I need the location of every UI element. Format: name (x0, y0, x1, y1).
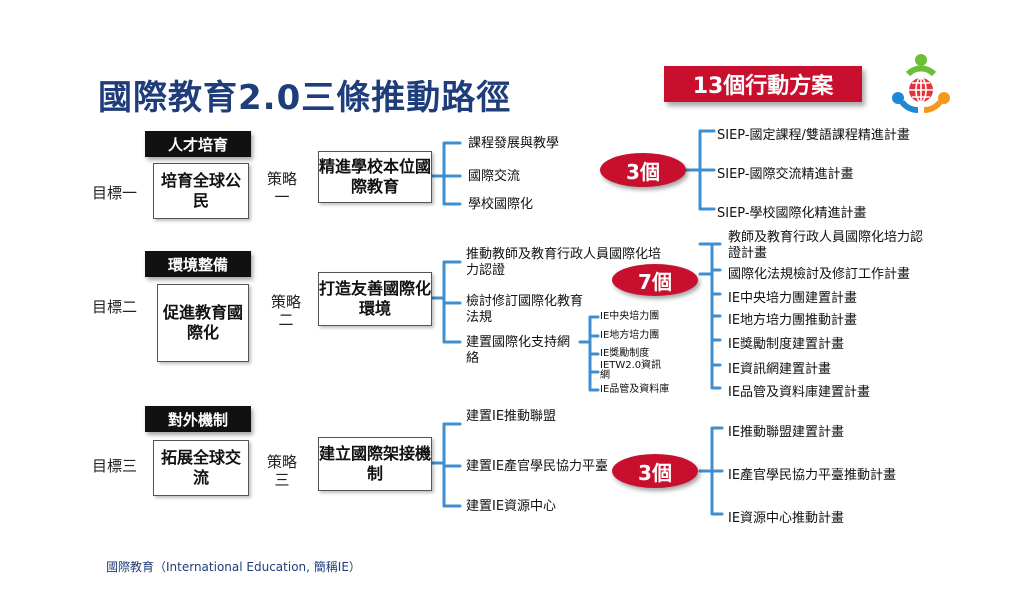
item-1-1: 課程發展與教學 (468, 136, 560, 151)
subitem-2-1: IE中央培力團 (600, 311, 660, 322)
category-environment: 環境整備 (145, 251, 251, 277)
plan-2-5: IE獎勵制度建置計畫 (728, 337, 845, 352)
plan-3-2: IE產官學民協力平臺推動計畫 (728, 468, 897, 483)
item-3-2: 建置IE產官學民協力平臺 (466, 459, 609, 474)
category-talent: 人才培育 (145, 131, 251, 157)
strategy-label-2: 策略二 (270, 293, 301, 329)
category-external: 對外機制 (145, 406, 251, 432)
subitem-2-5: IE品管及資料庫 (600, 384, 670, 395)
plan-1-2: SIEP-國際交流精進計畫 (717, 167, 854, 182)
connector-row2-plans (698, 242, 722, 390)
connector-row2-subitems (578, 315, 600, 392)
strategy-box-2: 打造友善國際化環境 (318, 272, 432, 326)
globe-people-logo-icon (892, 54, 950, 113)
goal-box-1: 培育全球公民 (153, 163, 249, 219)
item-1-2: 國際交流 (468, 169, 521, 184)
item-3-1: 建置IE推動聯盟 (466, 409, 557, 424)
plan-count-2: 7個 (612, 264, 698, 296)
goal-box-2: 促進教育國際化 (157, 284, 249, 362)
connector-row3-items (430, 422, 462, 508)
subitem-2-4: IETW2.0資訊網 (600, 360, 662, 381)
strategy-text-2: 打造友善國際化環境 (319, 279, 432, 318)
goal-box-3: 拓展全球交流 (153, 440, 249, 496)
connector-row2-items (430, 260, 462, 344)
item-2-1: 推動教師及教育行政人員國際化培力認證 (466, 247, 662, 279)
plan-2-6: IE資訊網建置計畫 (728, 362, 832, 377)
goal-text-2: 促進教育國際化 (162, 303, 243, 342)
plan-1-1: SIEP-國定課程/雙語課程精進計畫 (717, 128, 910, 143)
connector-row1-plans (684, 129, 716, 211)
plan-2-2: 國際化法規檢討及修訂工作計畫 (728, 267, 911, 282)
item-2-3: 建置國際化支持網絡 (466, 335, 571, 367)
item-3-3: 建置IE資源中心 (466, 499, 557, 514)
goal-text-3: 拓展全球交流 (160, 448, 241, 487)
item-2-2: 檢討修訂國際化教育法規 (466, 294, 584, 326)
strategy-label-1: 策略一 (266, 170, 297, 206)
connector-row3-plans (698, 426, 724, 516)
plan-3-3: IE資源中心推動計畫 (728, 511, 845, 526)
plan-2-3: IE中央培力團建置計畫 (728, 291, 858, 306)
connector-row1-items (430, 141, 462, 206)
plan-1-3: SIEP-學校國際化精進計畫 (717, 206, 867, 221)
goal-label-3: 目標三 (92, 457, 138, 475)
plan-2-4: IE地方培力團推動計畫 (728, 313, 858, 328)
strategy-label-3: 策略三 (266, 453, 297, 489)
strategy-text-1: 精進學校本位國際教育 (319, 157, 432, 196)
plan-count-1: 3個 (600, 153, 686, 187)
subitem-2-2: IE地方培力團 (600, 330, 660, 341)
strategy-box-3: 建立國際架接機制 (318, 437, 432, 491)
goal-label-2: 目標二 (92, 298, 138, 316)
plan-3-1: IE推動聯盟建置計畫 (728, 425, 845, 440)
goal-label-1: 目標一 (92, 184, 138, 202)
item-1-3: 學校國際化 (468, 197, 534, 212)
strategy-box-1: 精進學校本位國際教育 (318, 151, 432, 203)
goal-text-1: 培育全球公民 (160, 171, 241, 210)
strategy-text-3: 建立國際架接機制 (319, 444, 432, 483)
plan-count-3: 3個 (612, 454, 698, 488)
page-title: 國際教育2.0三條推動路徑 (98, 78, 512, 118)
subitem-2-3: IE獎勵制度 (600, 348, 650, 359)
plan-2-1: 教師及教育行政人員國際化培力認證計畫 (728, 230, 924, 262)
plan-2-7: IE品管及資料庫建置計畫 (728, 385, 871, 400)
footnote: 國際教育（International Education, 簡稱IE） (106, 560, 361, 574)
action-plan-badge: 13個行動方案 (664, 66, 862, 102)
